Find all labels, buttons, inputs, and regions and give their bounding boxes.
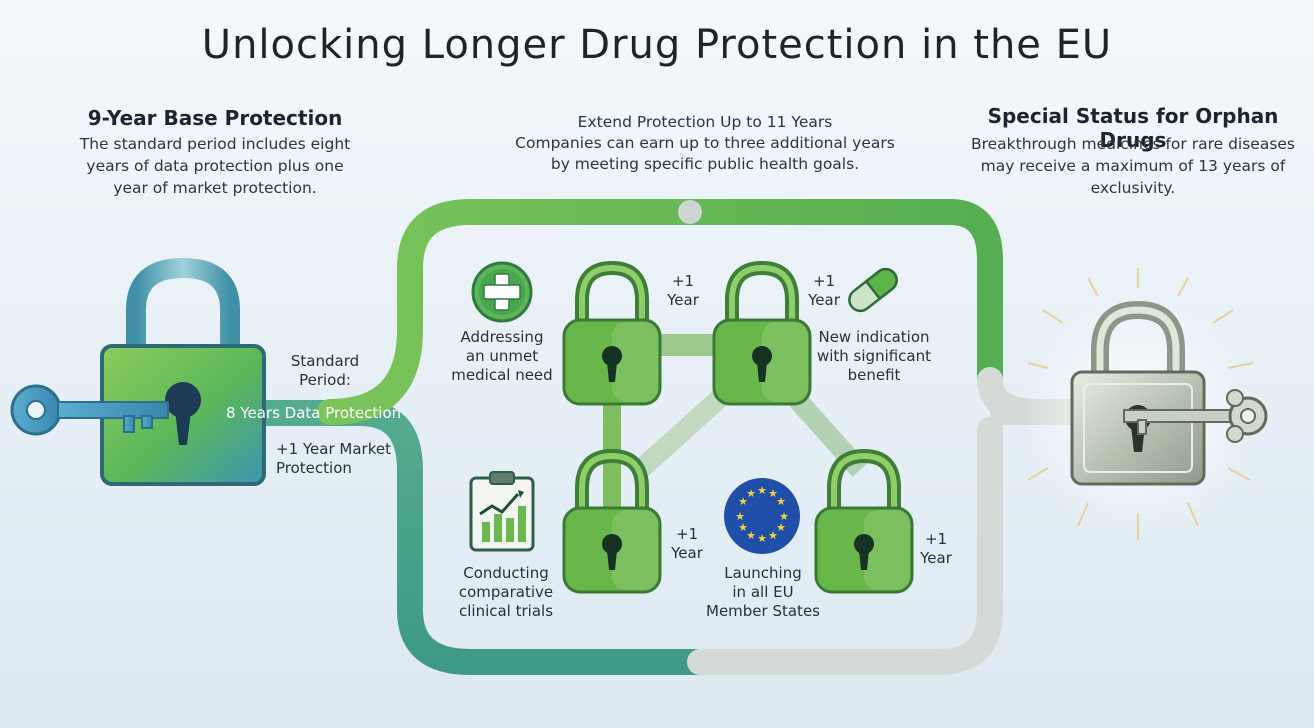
new-indication-label: New indication with significant benefit bbox=[812, 328, 936, 385]
label-line: Addressing bbox=[460, 328, 544, 346]
eu-launch-label: Launching in all EU Member States bbox=[694, 564, 832, 621]
lock-icon-unmet-need bbox=[562, 260, 662, 406]
label-line: Period: bbox=[299, 371, 351, 389]
svg-text:★: ★ bbox=[768, 487, 778, 500]
svg-text:★: ★ bbox=[757, 532, 767, 545]
label-line: an unmet bbox=[465, 347, 539, 365]
svg-text:★: ★ bbox=[776, 495, 786, 508]
label-line: comparative bbox=[458, 583, 554, 601]
heading-line: Companies can earn up to three additiona… bbox=[515, 134, 895, 152]
description-line: may receive a maximum of 13 years of bbox=[980, 157, 1286, 175]
plus-one-year-clinical-trials: +1 Year bbox=[670, 525, 704, 563]
page-title: Unlocking Longer Drug Protection in the … bbox=[201, 22, 1113, 68]
label-line: New indication bbox=[818, 328, 930, 346]
plus-one-year-unmet-need: +1 Year bbox=[666, 272, 700, 310]
data-protection-tube bbox=[187, 400, 713, 675]
base-lock-icon bbox=[10, 257, 266, 486]
label-line: Conducting bbox=[463, 564, 549, 582]
description-line: exclusivity. bbox=[1090, 179, 1176, 197]
svg-text:★: ★ bbox=[738, 495, 748, 508]
description-line: years of data protection plus one bbox=[86, 157, 344, 175]
standard-period-label: Standard Period: bbox=[285, 352, 365, 390]
base-protection-heading: 9-Year Base Protection bbox=[87, 106, 343, 130]
plus-one-text: +1 bbox=[671, 272, 695, 290]
year-text: Year bbox=[671, 544, 703, 562]
data-protection-label: 8 Years Data Protection bbox=[226, 404, 402, 422]
label-line: clinical trials bbox=[458, 602, 554, 620]
svg-text:★: ★ bbox=[768, 529, 778, 542]
svg-text:★: ★ bbox=[779, 510, 789, 523]
market-protection-label: +1 Year Market Protection bbox=[276, 440, 391, 478]
base-protection-description: The standard period includes eight years… bbox=[40, 133, 390, 199]
label-line: in all EU bbox=[732, 583, 794, 601]
eu-flag-icon: ★ ★ ★ ★ ★ ★ ★ ★ ★ ★ ★ ★ bbox=[724, 478, 800, 554]
green-frame-tube bbox=[317, 199, 1003, 425]
plus-one-text: +1 bbox=[924, 530, 948, 548]
plus-one-text: +1 bbox=[675, 525, 699, 543]
svg-text:★: ★ bbox=[738, 521, 748, 534]
description-line: Breakthrough medicines for rare diseases bbox=[970, 135, 1296, 153]
label-line: Standard bbox=[290, 352, 360, 370]
capsule-pill-icon bbox=[848, 267, 898, 313]
heading-line: Extend Protection Up to 11 Years bbox=[577, 113, 833, 131]
medical-cross-icon bbox=[471, 261, 533, 323]
label-line: Member States bbox=[706, 602, 820, 620]
label-line: with significant bbox=[816, 347, 932, 365]
description-line: The standard period includes eight bbox=[79, 135, 351, 153]
lock-icon-clinical-trials bbox=[562, 448, 662, 594]
description-line: year of market protection. bbox=[113, 179, 317, 197]
label-line: medical need bbox=[451, 366, 553, 384]
year-text: Year bbox=[667, 291, 699, 309]
orphan-lock-icon bbox=[1028, 268, 1268, 540]
label-line: +1 Year Market bbox=[276, 440, 391, 458]
orphan-drugs-description: Breakthrough medicines for rare diseases… bbox=[952, 133, 1314, 199]
clinical-trials-label: Conducting comparative clinical trials bbox=[444, 564, 568, 621]
extension-heading: Extend Protection Up to 11 Years Compani… bbox=[470, 112, 940, 175]
svg-text:★: ★ bbox=[776, 521, 786, 534]
plus-one-text: +1 bbox=[812, 272, 836, 290]
svg-text:★: ★ bbox=[746, 487, 756, 500]
clipboard-chart-icon bbox=[469, 471, 535, 552]
label-line: Protection bbox=[276, 459, 352, 477]
orphan-drugs-heading: Special Status for Orphan Drugs bbox=[987, 104, 1279, 152]
unmet-need-label: Addressing an unmet medical need bbox=[446, 328, 558, 385]
label-line: benefit bbox=[847, 366, 901, 384]
plus-one-year-eu-launch: +1 Year bbox=[918, 530, 954, 568]
year-text: Year bbox=[808, 291, 840, 309]
svg-text:★: ★ bbox=[735, 510, 745, 523]
top-connector-node bbox=[678, 200, 702, 224]
svg-text:★: ★ bbox=[746, 529, 756, 542]
plus-one-year-new-indication: +1 Year bbox=[806, 272, 842, 310]
heading-line: by meeting specific public health goals. bbox=[550, 155, 860, 173]
lock-icon-eu-launch bbox=[814, 448, 914, 594]
lock-icon-new-indication bbox=[712, 260, 812, 406]
year-text: Year bbox=[920, 549, 952, 567]
svg-text:★: ★ bbox=[757, 484, 767, 497]
label-line: Launching bbox=[724, 564, 802, 582]
